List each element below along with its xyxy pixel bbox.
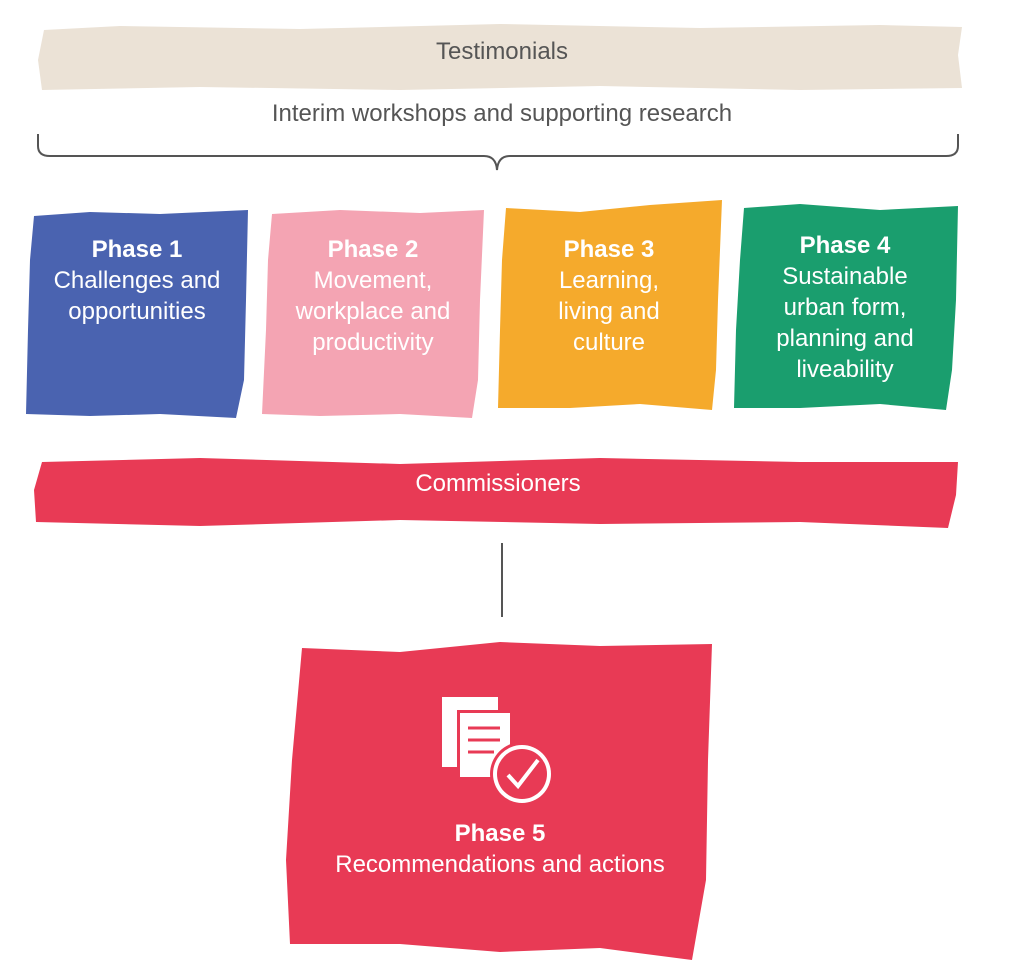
- phase4-card: Phase 4 Sustainable urban form, planning…: [738, 230, 952, 385]
- commissioners-band: [34, 458, 958, 528]
- commissioners-label: Commissioners: [415, 470, 581, 497]
- phase5-description: Recommendations and actions: [335, 851, 665, 878]
- phase3-box: [498, 200, 722, 410]
- phase3-description: Learning, living and culture: [558, 267, 660, 356]
- workshops-bracket: [37, 134, 959, 171]
- phase1-title: Phase 1: [91, 236, 183, 263]
- phase4-description: Sustainable urban form, planning and liv…: [776, 263, 914, 383]
- phase4-title: Phase 4: [799, 232, 891, 259]
- phase5-card: Phase 5 Recommendations and actions: [290, 818, 710, 880]
- phase4-box: [734, 204, 958, 410]
- phase1-box: [26, 210, 248, 418]
- testimonials-label: Testimonials: [435, 38, 569, 65]
- testimonials-band: [38, 24, 962, 90]
- phase5-title: Phase 5: [454, 820, 546, 847]
- phase5-box: [286, 642, 712, 960]
- phase2-title: Phase 2: [327, 236, 419, 263]
- workshops-label: Interim workshops and supporting researc…: [271, 100, 733, 127]
- phase2-description: Movement, workplace and productivity: [295, 267, 451, 356]
- phase1-description: Challenges and opportunities: [53, 267, 221, 325]
- phase1-card: Phase 1 Challenges and opportunities: [30, 234, 244, 327]
- documents-icon: [442, 697, 513, 780]
- phase2-box: [262, 210, 484, 418]
- phase3-card: Phase 3 Learning, living and culture: [502, 234, 716, 358]
- phase3-title: Phase 3: [563, 236, 655, 263]
- checkmark-circle-icon: [490, 742, 554, 806]
- phase2-card: Phase 2 Movement, workplace and producti…: [266, 234, 480, 358]
